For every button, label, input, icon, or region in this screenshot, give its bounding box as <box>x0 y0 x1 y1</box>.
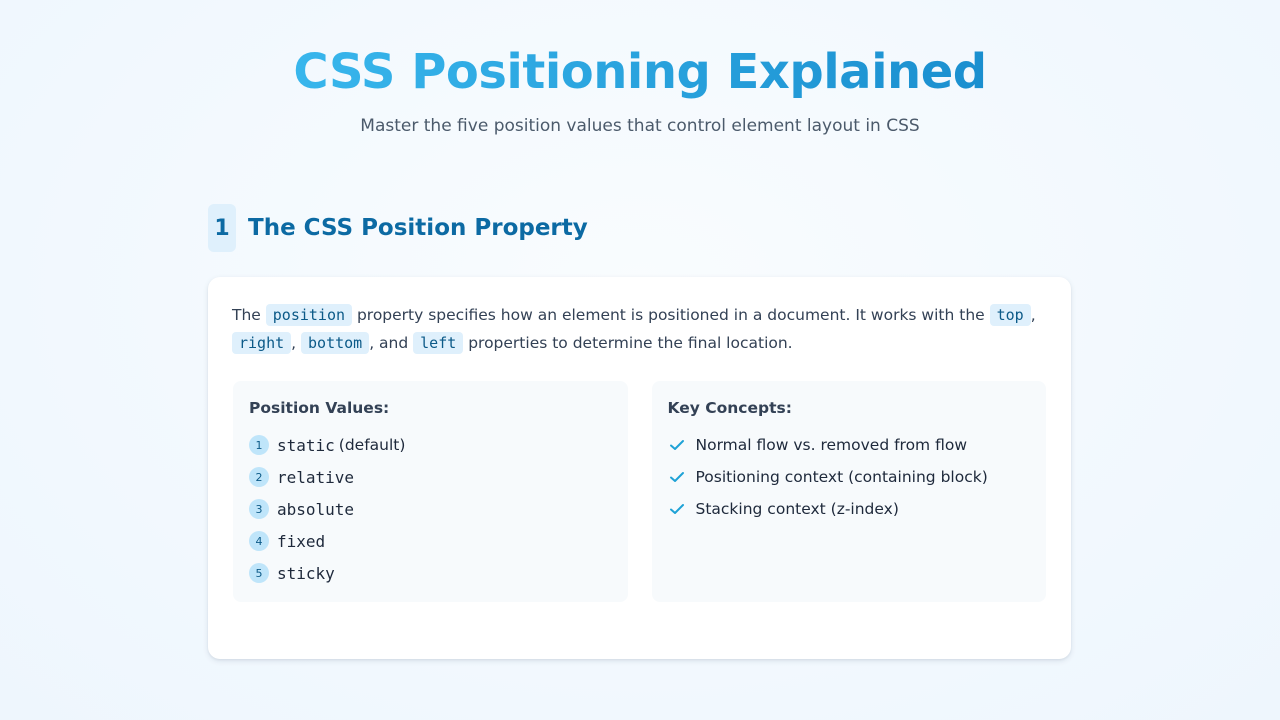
concept-text: Normal flow vs. removed from flow <box>695 436 968 454</box>
intro-paragraph: The position property specifies how an e… <box>232 301 1047 357</box>
page-subtitle: Master the five position values that con… <box>360 116 920 136</box>
page-title: CSS Positioning Explained <box>293 40 987 104</box>
position-value: sticky <box>277 563 335 583</box>
section-number-badge: 1 <box>208 204 236 252</box>
code-right: right <box>232 332 292 354</box>
number-badge: 1 <box>249 435 269 455</box>
number-badge: 3 <box>249 499 269 519</box>
list-item: 2 relative <box>249 461 612 493</box>
intro-text: The <box>232 306 266 324</box>
position-value: fixed <box>277 531 326 551</box>
key-concepts-title: Key Concepts: <box>667 399 792 417</box>
code-position: position <box>265 304 353 326</box>
list-item: Normal flow vs. removed from flow <box>668 429 1031 461</box>
position-value: relative <box>277 467 355 487</box>
code-left: left <box>413 332 464 354</box>
intro-separator: , and <box>369 334 414 352</box>
list-item: 4 fixed <box>249 525 612 557</box>
code-top: top <box>989 304 1031 326</box>
position-value: static <box>277 435 335 455</box>
section-title: The CSS Position Property <box>248 215 588 241</box>
intro-text: properties to determine the final locati… <box>463 334 793 352</box>
content-card: The position property specifies how an e… <box>208 277 1071 659</box>
number-badge: 5 <box>249 563 269 583</box>
intro-separator: , <box>1030 306 1036 324</box>
position-values-panel: Position Values: 1 static (default) 2 re… <box>233 381 628 602</box>
list-item: Positioning context (containing block) <box>668 461 1031 493</box>
list-item: 5 sticky <box>249 557 612 589</box>
position-values-title: Position Values: <box>249 399 390 417</box>
position-values-list: 1 static (default) 2 relative 3 absolute… <box>249 429 612 589</box>
key-concepts-panel: Key Concepts: Normal flow vs. removed fr… <box>651 381 1046 602</box>
section-heading: 1 The CSS Position Property <box>208 204 588 252</box>
check-icon <box>668 436 686 454</box>
check-icon <box>668 500 686 518</box>
position-value: absolute <box>277 499 355 519</box>
concept-text: Positioning context (containing block) <box>695 468 988 486</box>
check-icon <box>668 468 686 486</box>
list-item: 3 absolute <box>249 493 612 525</box>
columns: Position Values: 1 static (default) 2 re… <box>233 381 1046 602</box>
list-item: 1 static (default) <box>249 429 612 461</box>
concept-text: Stacking context (z-index) <box>695 500 899 518</box>
number-badge: 4 <box>249 531 269 551</box>
intro-separator: , <box>291 334 302 352</box>
intro-text: property specifies how an element is pos… <box>352 306 990 324</box>
page-header: CSS Positioning Explained Master the fiv… <box>0 40 1280 136</box>
number-badge: 2 <box>249 467 269 487</box>
list-item: Stacking context (z-index) <box>668 493 1031 525</box>
code-bottom: bottom <box>301 332 370 354</box>
position-value-note: (default) <box>338 436 406 454</box>
key-concepts-list: Normal flow vs. removed from flow Positi… <box>668 429 1031 525</box>
